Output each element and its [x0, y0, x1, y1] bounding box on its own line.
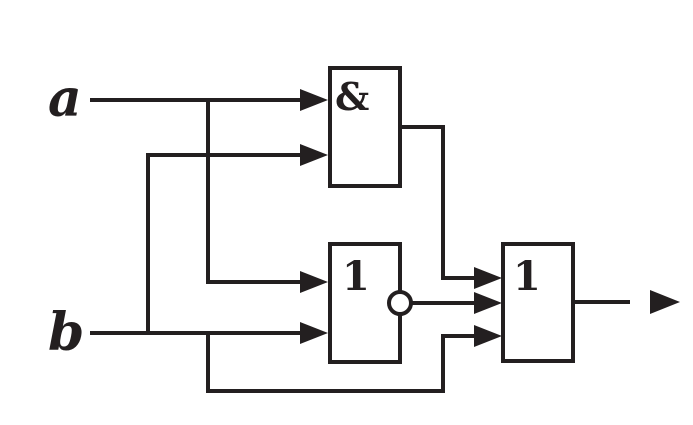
and-gate-label: &	[335, 74, 369, 119]
and-gate: &	[328, 66, 402, 188]
arrow-final-output	[650, 290, 680, 314]
arrow-b-out	[474, 325, 502, 347]
inversion-bubble	[387, 290, 413, 316]
wire-b-branch-to-output	[206, 333, 478, 393]
arrowheads	[300, 89, 680, 347]
or-gate: 1	[328, 242, 413, 364]
input-label-a: a	[48, 68, 82, 129]
output-or-gate-box	[501, 242, 575, 363]
wire-b-branch-to-and	[146, 153, 305, 333]
arrow-and-out	[474, 267, 502, 289]
output-or-gate: 1	[501, 242, 575, 363]
arrow-a-or	[300, 271, 328, 293]
arrow-b-or	[300, 322, 328, 344]
arrow-a-and	[300, 89, 328, 111]
output-or-gate-label: 1	[513, 253, 541, 300]
arrow-nor-out	[474, 292, 502, 314]
wire-and-to-output	[401, 125, 478, 280]
arrow-b-and	[300, 144, 328, 166]
or-gate-label: 1	[342, 253, 370, 300]
wires	[90, 98, 630, 393]
and-gate-box	[328, 66, 402, 188]
input-label-b: b	[48, 302, 84, 363]
wire-a-branch-to-or	[206, 100, 305, 284]
